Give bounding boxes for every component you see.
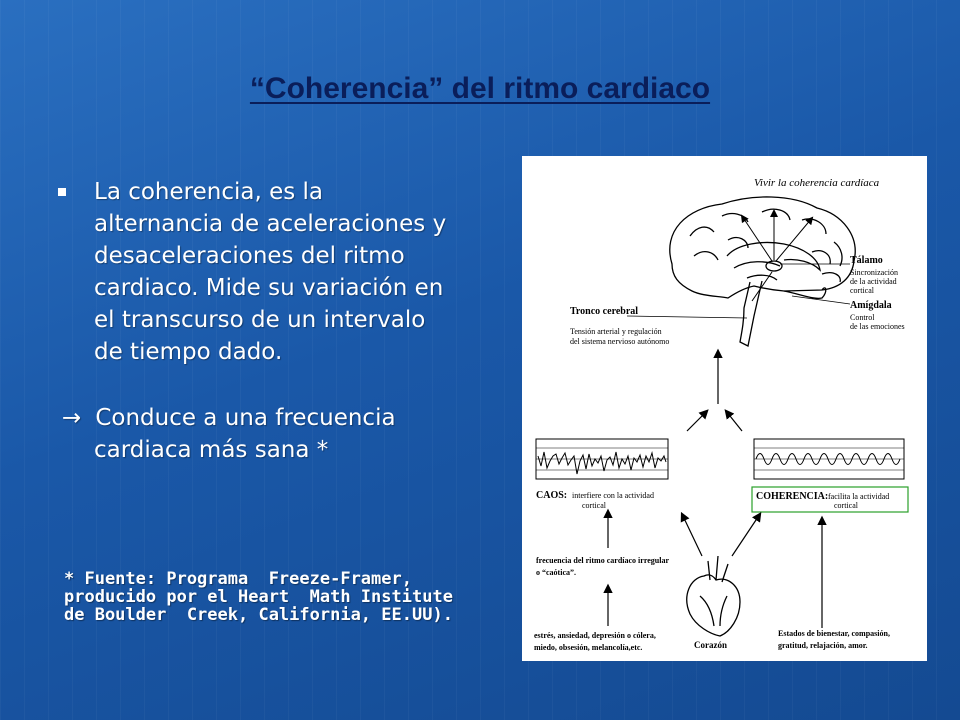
bullet-item: La coherencia, es la alternancia de acel… (58, 176, 458, 368)
bienestar-text2: gratitud, relajación, amor. (778, 641, 868, 650)
figure-header: Vivir la coherencia cardíaca (754, 177, 880, 189)
bullet-square-icon (58, 188, 66, 196)
footnote-line3: de Boulder Creek, California, EE.UU). (64, 605, 453, 625)
coherence-waveform (753, 438, 905, 480)
caos-desc1: interfiere con la actividad (572, 491, 654, 500)
brain-icon (669, 196, 856, 347)
amigdala-leader-line (791, 295, 851, 305)
bienestar-text1: Estados de bienestar, compasión, (778, 629, 890, 638)
estres-text1: estrés, ansiedad, depresión o cólera, (534, 631, 656, 640)
arrow-right-icon: → (62, 405, 82, 431)
slide-title: “Coherencia” del ritmo cardiaco (249, 72, 711, 105)
heart-icon (686, 555, 741, 637)
signal-arrows-up (686, 348, 743, 432)
coherencia-desc2: cortical (834, 501, 859, 510)
irregular-text1: frecuencia del ritmo cardíaco irregular (536, 556, 669, 565)
tronco-desc2: del sistema nervioso autónomo (570, 337, 669, 346)
caos-label: CAOS: (536, 490, 567, 501)
talamo-desc1: Sincronización (850, 268, 898, 277)
source-footnote: * Fuente: Programa Freeze-Framer, produc… (64, 570, 494, 624)
footnote-line1: * Fuente: Programa Freeze-Framer, (64, 569, 412, 589)
amigdala-desc1: Control (850, 313, 875, 322)
talamo-desc2: de la actividad (850, 277, 897, 286)
tronco-leader-line (626, 315, 748, 319)
coherence-highlight-box (751, 486, 909, 513)
caos-desc2: cortical (582, 501, 607, 510)
brain-pathway-arrows (740, 209, 814, 302)
bullet-text: La coherencia, es la alternancia de acel… (94, 179, 447, 365)
footnote-line2: producido por el Heart Math Institute (64, 587, 453, 607)
conclusion-text-line2: cardiaca más sana * (94, 437, 329, 463)
amigdala-desc2: de las emociones (850, 322, 905, 331)
diagram-svg: Vivir la coherencia cardíaca Tálamo Sinc… (534, 177, 909, 652)
chaos-waveform (535, 438, 669, 480)
tronco-label: Tronco cerebral (570, 306, 638, 317)
corazon-label: Corazón (694, 640, 727, 650)
conclusion-line: → Conduce a una frecuencia cardiaca más … (62, 402, 472, 466)
estres-text2: miedo, obsesión, melancolía,etc. (534, 643, 642, 652)
heart-brain-diagram: Vivir la coherencia cardíaca Tálamo Sinc… (522, 156, 927, 661)
talamo-desc3: cortical (850, 286, 875, 295)
amigdala-label: Amígdala (850, 300, 892, 311)
irregular-text2: o “caótica”. (536, 568, 576, 577)
coherencia-desc1: facilita la actividad (828, 492, 889, 501)
coherencia-label: COHERENCIA: (756, 491, 828, 502)
talamo-label: Tálamo (850, 255, 883, 266)
tronco-desc1: Tensión arterial y regulación (570, 327, 662, 336)
heart-to-waveform-arrows (603, 508, 827, 628)
conclusion-text-line1: Conduce a una frecuencia (95, 405, 396, 431)
